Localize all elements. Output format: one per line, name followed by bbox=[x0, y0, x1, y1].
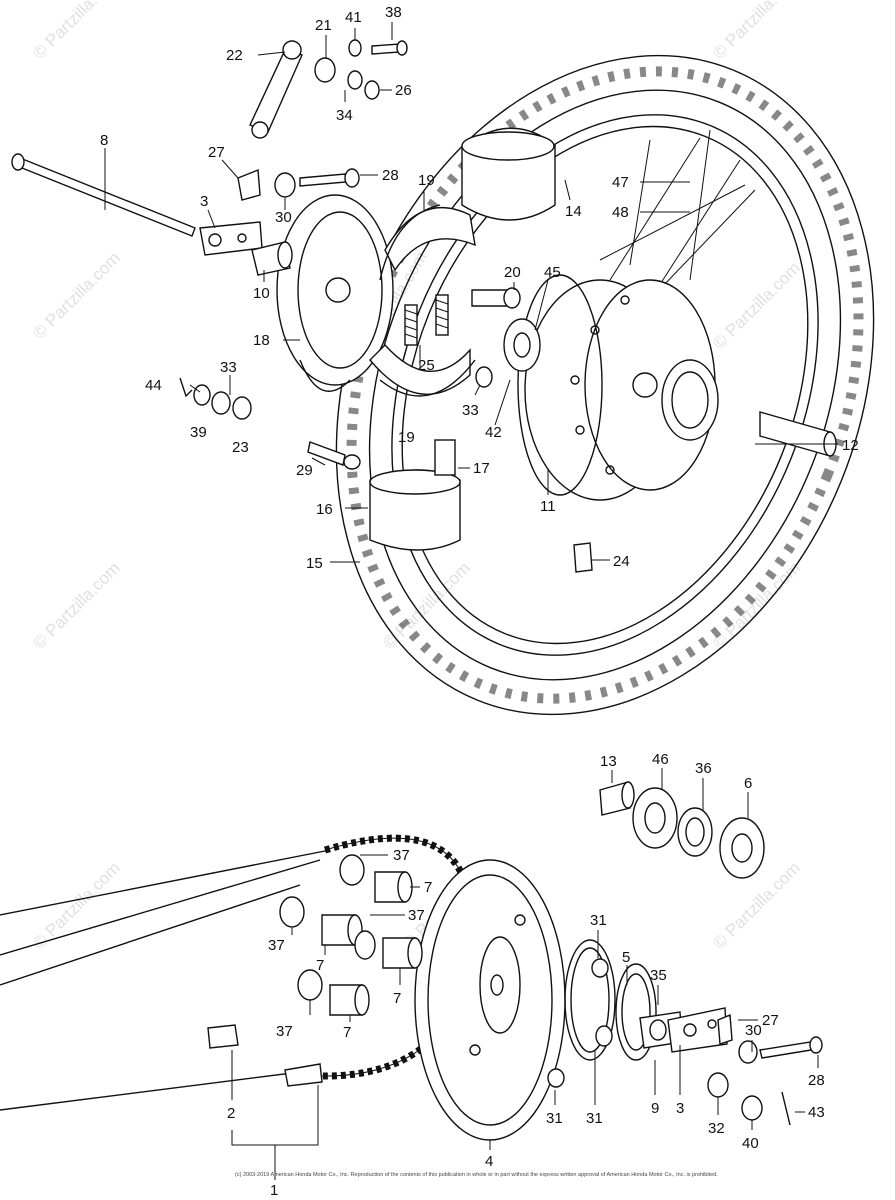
callout-23: 23 bbox=[232, 439, 249, 456]
callout-16: 16 bbox=[316, 501, 333, 518]
callout-30: 30 bbox=[275, 209, 292, 226]
collar-10 bbox=[251, 241, 293, 276]
brake-shoe-upper bbox=[379, 204, 476, 281]
hub-collar-parts bbox=[599, 781, 765, 879]
callout-30b: 30 bbox=[745, 1022, 762, 1039]
callout-14: 14 bbox=[565, 203, 582, 220]
callout-40: 40 bbox=[742, 1135, 759, 1152]
callout-41: 41 bbox=[345, 9, 362, 26]
callout-3b: 3 bbox=[676, 1100, 684, 1117]
callout-33b: 33 bbox=[462, 402, 479, 419]
brake-cam bbox=[471, 287, 521, 309]
callout-6: 6 bbox=[744, 775, 752, 792]
watermark: © Partzilla.com bbox=[709, 0, 803, 63]
callout-31c: 31 bbox=[586, 1110, 603, 1127]
sprocket bbox=[414, 859, 566, 1141]
watermark: © Partzilla.com bbox=[29, 0, 123, 63]
callout-10: 10 bbox=[253, 285, 270, 302]
brake-springs bbox=[404, 294, 449, 346]
callout-44: 44 bbox=[145, 377, 162, 394]
callout-26: 26 bbox=[395, 82, 412, 99]
callout-9: 9 bbox=[651, 1100, 659, 1117]
callout-39: 39 bbox=[190, 424, 207, 441]
callout-37b: 37 bbox=[408, 907, 425, 924]
callout-28b: 28 bbox=[808, 1072, 825, 1089]
watermark: © Partzilla.com bbox=[709, 558, 803, 652]
valve-cap-24 bbox=[573, 542, 593, 573]
callout-42: 42 bbox=[485, 424, 502, 441]
callout-27: 27 bbox=[208, 144, 225, 161]
brake-disc bbox=[517, 274, 603, 496]
brake-panel bbox=[276, 194, 394, 392]
callout-28: 28 bbox=[382, 167, 399, 184]
callout-7a: 7 bbox=[424, 879, 432, 896]
tube-top bbox=[461, 127, 556, 221]
callout-31a: 31 bbox=[590, 912, 607, 929]
bearing-45 bbox=[503, 318, 541, 372]
callout-18: 18 bbox=[253, 332, 270, 349]
watermark: © Partzilla.com bbox=[379, 558, 473, 652]
callout-46: 46 bbox=[652, 751, 669, 768]
callout-29: 29 bbox=[296, 462, 313, 479]
callout-15: 15 bbox=[306, 555, 323, 572]
callout-35: 35 bbox=[650, 967, 667, 984]
callout-5: 5 bbox=[622, 949, 630, 966]
callout-4: 4 bbox=[485, 1153, 493, 1170]
callout-37a: 37 bbox=[393, 847, 410, 864]
brake-arm-22 bbox=[249, 40, 303, 139]
watermark: © Partzilla.com bbox=[709, 858, 803, 952]
master-link bbox=[207, 1024, 323, 1087]
valve-17 bbox=[434, 439, 456, 476]
tube-part bbox=[369, 469, 461, 551]
watermark: © Partzilla.com bbox=[29, 858, 123, 952]
callout-labels: 22 21 41 38 26 34 8 27 28 19 30 3 14 47 … bbox=[100, 4, 859, 1199]
callout-43: 43 bbox=[808, 1104, 825, 1121]
swingarm-rails bbox=[0, 849, 331, 1111]
callout-25: 25 bbox=[418, 357, 435, 374]
callout-11: 11 bbox=[540, 498, 556, 515]
axle-8 bbox=[11, 153, 196, 237]
axle-12 bbox=[759, 411, 837, 457]
copyright-notice: (c) 2003-2019 American Honda Motor Co., … bbox=[235, 1172, 718, 1178]
callout-33a: 33 bbox=[220, 359, 237, 376]
callout-21: 21 bbox=[315, 17, 332, 34]
watermark: © Partzilla.com bbox=[709, 258, 803, 352]
callout-7b: 7 bbox=[316, 957, 324, 974]
wheel-hub bbox=[524, 279, 719, 501]
brake-shoe-lower bbox=[369, 343, 476, 397]
callout-3: 3 bbox=[200, 193, 208, 210]
callout-7d: 7 bbox=[343, 1024, 351, 1041]
callout-19: 19 bbox=[418, 172, 435, 189]
chain-adjuster-hardware bbox=[547, 958, 823, 1126]
hub-rings bbox=[564, 939, 728, 1061]
watermark: © Partzilla.com bbox=[29, 558, 123, 652]
callout-24: 24 bbox=[613, 553, 630, 570]
callout-12: 12 bbox=[842, 437, 859, 454]
callout-31b: 31 bbox=[546, 1110, 563, 1127]
callout-20: 20 bbox=[504, 264, 521, 281]
callout-27b: 27 bbox=[762, 1012, 779, 1029]
callout-47: 47 bbox=[612, 174, 629, 191]
damper-rubbers bbox=[279, 854, 423, 1016]
small-hardware-top bbox=[237, 39, 408, 201]
callout-38: 38 bbox=[385, 4, 402, 21]
callout-22: 22 bbox=[226, 47, 243, 64]
callout-34: 34 bbox=[336, 107, 353, 124]
leader-lines bbox=[104, 22, 838, 1180]
callout-7c: 7 bbox=[393, 990, 401, 1007]
callout-17: 17 bbox=[473, 460, 490, 477]
callout-8: 8 bbox=[100, 132, 108, 149]
callout-1: 1 bbox=[270, 1182, 278, 1199]
callout-13: 13 bbox=[600, 753, 617, 770]
callout-48: 48 bbox=[612, 204, 629, 221]
callout-37d: 37 bbox=[276, 1023, 293, 1040]
watermark: © Partzilla.com bbox=[29, 248, 123, 342]
callout-36: 36 bbox=[695, 760, 712, 777]
callout-37c: 37 bbox=[268, 937, 285, 954]
callout-32: 32 bbox=[708, 1120, 725, 1137]
callout-19b: 19 bbox=[398, 429, 415, 446]
callout-45: 45 bbox=[544, 264, 561, 281]
callout-2: 2 bbox=[227, 1105, 235, 1122]
